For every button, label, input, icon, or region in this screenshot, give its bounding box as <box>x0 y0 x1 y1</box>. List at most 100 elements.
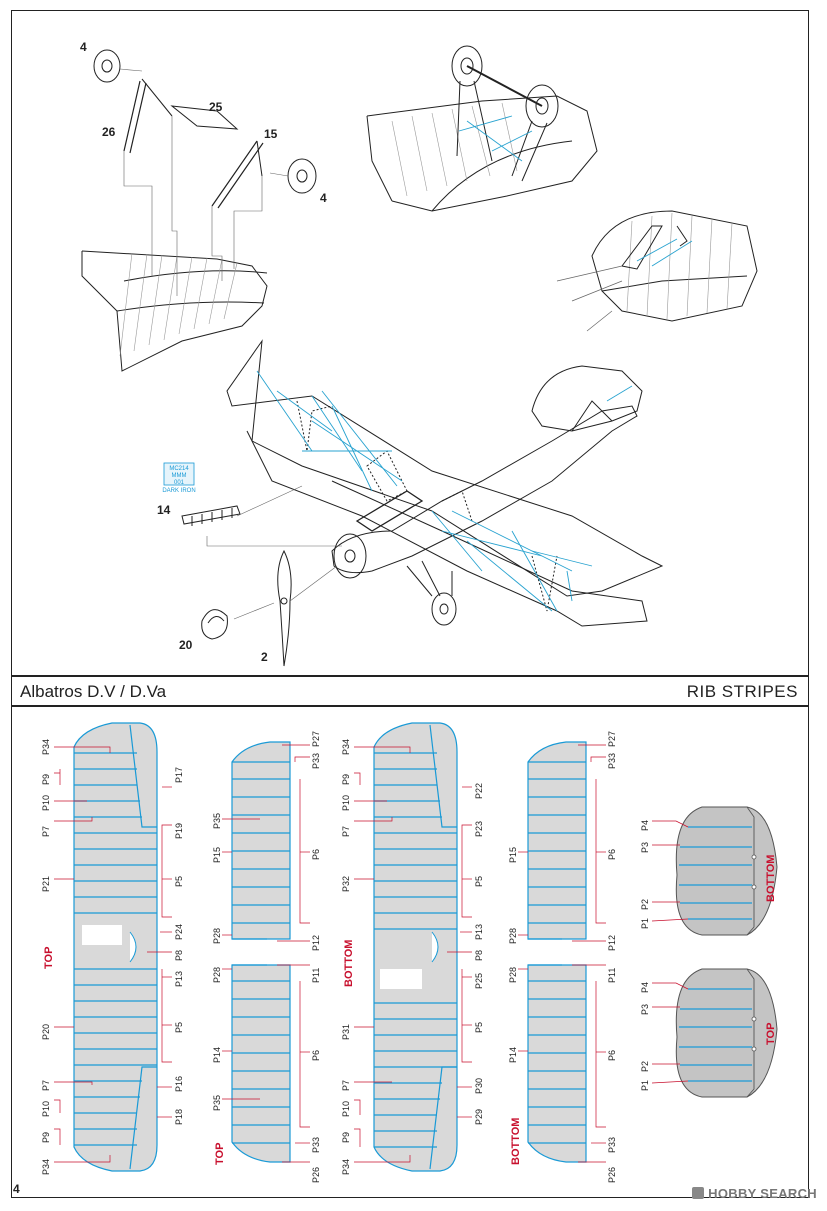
rib-label: P3 <box>640 1004 650 1015</box>
rib-label: P12 <box>607 935 617 951</box>
rib-label: P7 <box>341 1080 351 1091</box>
rib-label: P19 <box>174 823 184 839</box>
rib-label: P13 <box>174 971 184 987</box>
rib-label: P24 <box>174 924 184 940</box>
rib-label: P25 <box>474 973 484 989</box>
upper-wing-top-labels: P34 P9 P10 P7 P21 P20 P7 P10 P9 P34 P17 … <box>41 739 184 1175</box>
rib-label: P31 <box>341 1024 351 1040</box>
rib-label: P12 <box>311 935 321 951</box>
rib-label: P27 <box>607 731 617 747</box>
rib-label: P3 <box>640 842 650 853</box>
paint-code-box: MC214 MMM 001 DARK IRON <box>162 462 196 494</box>
rib-label: P11 <box>607 968 617 983</box>
side-label-bottom: BOTTOM <box>343 940 355 987</box>
rib-label: P26 <box>311 1167 321 1183</box>
rib-label: P28 <box>508 928 518 944</box>
rib-label: P15 <box>212 847 222 863</box>
rib-label: P28 <box>212 967 222 983</box>
rib-label: P22 <box>474 783 484 799</box>
rib-label: P2 <box>640 1061 650 1072</box>
upper-wing-bottom-labels: P34 P9 P10 P7 P32 P31 P7 P10 P9 P34 P22 … <box>341 739 484 1175</box>
callout-comb: 14 <box>157 503 171 517</box>
landing-gear-step <box>81 49 317 372</box>
rib-label: P10 <box>341 795 351 811</box>
rib-label: P23 <box>474 821 484 837</box>
rib-label: P21 <box>41 876 51 892</box>
rib-label: P4 <box>640 982 650 993</box>
rib-label: P8 <box>474 950 484 961</box>
rib-label: P4 <box>640 820 650 831</box>
biplane-drawing <box>181 339 664 667</box>
lower-wing-top-set <box>222 741 310 1163</box>
stabilizer-top-labels: P4 P3 P2 P1 TOP <box>640 982 777 1091</box>
paint-code-mc: MC214 <box>169 466 189 472</box>
rib-label: P10 <box>41 795 51 811</box>
stabilizer-top-set <box>651 968 778 1098</box>
rib-label: P33 <box>311 1137 321 1153</box>
rib-label: P5 <box>474 876 484 887</box>
rib-label: P1 <box>640 1080 650 1091</box>
rib-label: P28 <box>212 928 222 944</box>
rib-label: P17 <box>174 767 184 783</box>
rib-label: P1 <box>640 918 650 929</box>
rib-label: P2 <box>640 899 650 910</box>
upper-wing-top-set <box>54 722 172 1172</box>
rib-label: P33 <box>311 753 321 769</box>
rib-label: P33 <box>607 1137 617 1153</box>
rib-label: P9 <box>341 1132 351 1143</box>
callout-wheel-right: 4 <box>320 191 327 205</box>
page-number: 4 <box>13 1182 20 1196</box>
rib-label: P33 <box>607 753 617 769</box>
rib-label: P34 <box>341 1159 351 1175</box>
callout-strut-right: 15 <box>264 127 278 141</box>
rib-label: P5 <box>174 876 184 887</box>
side-label-top: TOP <box>765 1023 777 1045</box>
rib-label: P7 <box>41 826 51 837</box>
lower-wing-top-labels: P35 P15 P28 P28 P14 P35 P27 P33 P6 P12 P… <box>212 731 321 1183</box>
side-label-top: TOP <box>214 1143 226 1165</box>
rib-label: P29 <box>474 1109 484 1125</box>
rib-stripes-panel: P34 P9 P10 P7 P21 P20 P7 P10 P9 P34 P17 … <box>11 706 809 1198</box>
watermark-logo-icon <box>692 1187 705 1199</box>
rib-label: P34 <box>341 739 351 755</box>
side-label-bottom: BOTTOM <box>510 1118 522 1165</box>
rib-label: P9 <box>41 774 51 785</box>
rib-label: P30 <box>474 1078 484 1094</box>
rib-label: P6 <box>607 849 617 860</box>
rib-label: P6 <box>311 849 321 860</box>
lower-wing-bottom-labels: P15 P28 P28 P14 P27 P33 P6 P12 P11 P6 P3… <box>508 731 617 1183</box>
upper-wing-bottom-set <box>354 722 472 1172</box>
watermark-text: HOBBY SEARCH <box>708 1186 817 1201</box>
side-label-bottom: BOTTOM <box>765 855 777 902</box>
model-title: Albatros D.V / D.Va <box>20 682 167 701</box>
stabilizer-bottom-set <box>651 806 778 936</box>
rib-label: P6 <box>607 1050 617 1061</box>
callout-axle: 25 <box>209 100 223 114</box>
rib-label: P7 <box>41 1080 51 1091</box>
rib-label: P5 <box>174 1022 184 1033</box>
rib-label: P6 <box>311 1050 321 1061</box>
rib-label: P5 <box>474 1022 484 1033</box>
rib-label: P34 <box>41 739 51 755</box>
rib-label: P32 <box>341 876 351 892</box>
tail-detail-view <box>556 210 758 332</box>
rib-label: P14 <box>212 1047 222 1063</box>
title-bar: Albatros D.V / D.Va RIB STRIPES <box>11 676 809 706</box>
stabilizer-bottom-labels: P4 P3 P2 P1 BOTTOM <box>640 820 777 929</box>
rib-label: P35 <box>212 1095 222 1111</box>
rib-label: P26 <box>607 1167 617 1183</box>
rib-label: P14 <box>508 1047 518 1063</box>
section-title: RIB STRIPES <box>686 682 798 701</box>
rib-label: P9 <box>341 774 351 785</box>
assembly-drawing: MC214 MMM 001 DARK IRON 4 25 26 15 4 14 … <box>80 40 758 667</box>
callout-strut-left: 26 <box>102 125 116 139</box>
rib-label: P15 <box>508 847 518 863</box>
rib-label: P20 <box>41 1024 51 1040</box>
side-label-top: TOP <box>43 947 55 969</box>
rib-label: P13 <box>474 924 484 940</box>
rib-label: P7 <box>341 826 351 837</box>
rib-label: P10 <box>41 1101 51 1117</box>
rib-label: P27 <box>311 731 321 747</box>
rib-label: P8 <box>174 950 184 961</box>
